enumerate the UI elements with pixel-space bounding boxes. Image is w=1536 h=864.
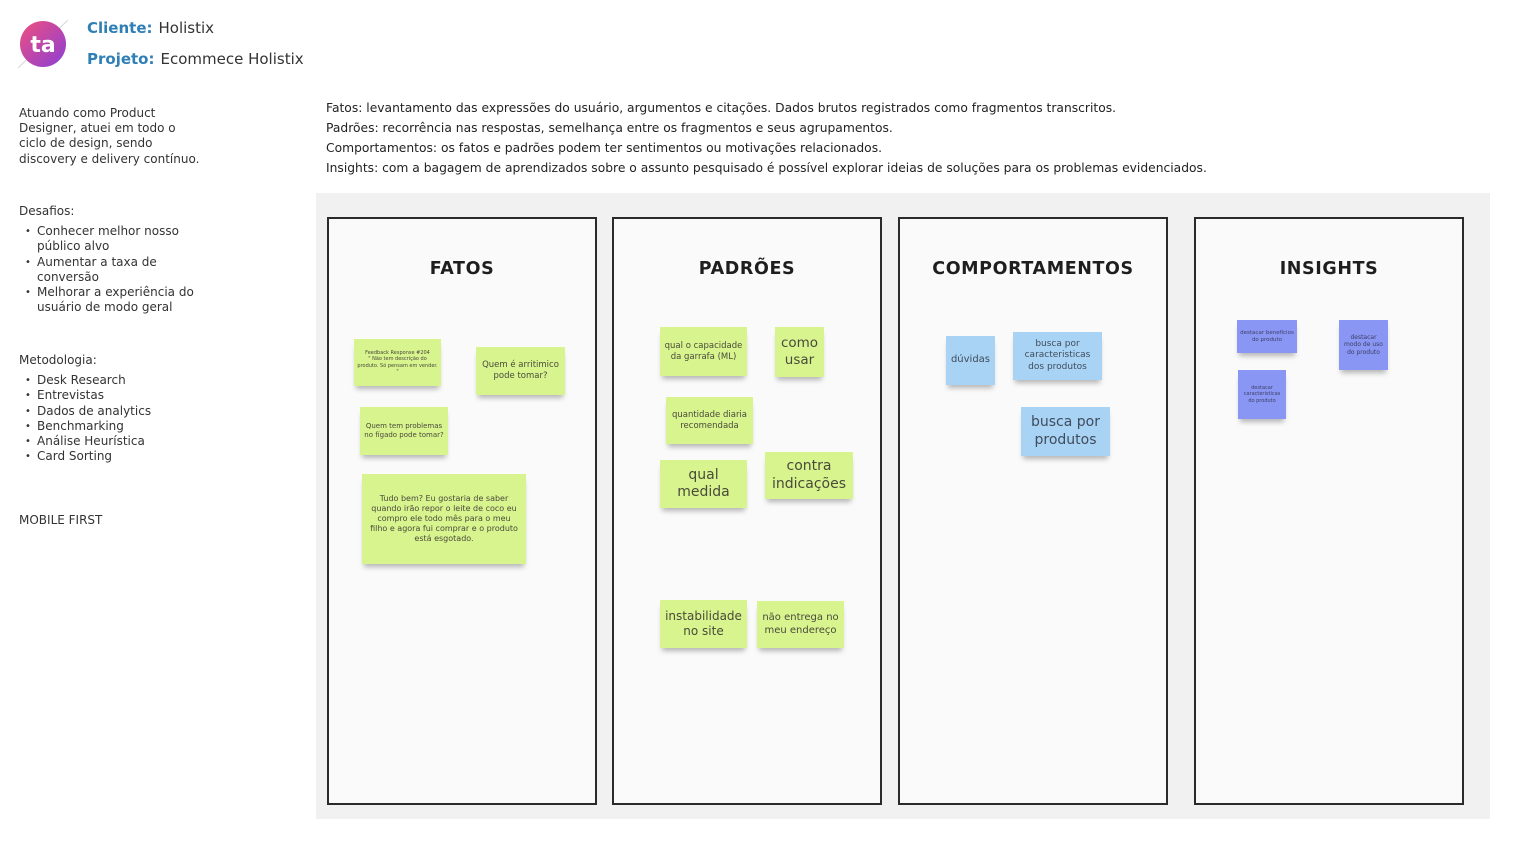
definition-padroes: Padrões: recorrência nas respostas, seme… [326, 121, 893, 135]
sticky-note[interactable]: qual o capacidade da garrafa (ML) [660, 327, 747, 376]
methodology-item: Dados de analytics [19, 404, 219, 419]
sticky-note[interactable]: não entrega no meu endereço [757, 601, 844, 648]
sticky-note[interactable]: Quem tem problemas no fígado pode tomar? [360, 407, 448, 455]
sticky-note[interactable]: instabilidade no site [660, 600, 747, 648]
definition-fatos: Fatos: levantamento das expressões do us… [326, 101, 1117, 115]
project-value: Ecommece Holistix [160, 50, 304, 68]
sticky-note[interactable]: destacar benefícios do produto [1237, 320, 1297, 353]
column-padroes: PADRÕES [612, 217, 882, 805]
sticky-note[interactable]: contra indicações [765, 452, 853, 499]
definition-insights: Insights: com a bagagem de aprendizados … [326, 161, 1207, 175]
mobile-first-label: MOBILE FIRST [19, 513, 103, 527]
sticky-note[interactable]: quantidade diaria recomendada [666, 397, 753, 444]
intro-line: Atuando como Product [19, 106, 156, 120]
intro-text: Atuando como Product Designer, atuei em … [19, 106, 219, 167]
intro-line: discovery e delivery contínuo. [19, 151, 200, 166]
methodology-item: Entrevistas [19, 388, 219, 403]
sticky-note[interactable]: busca por caracteristicas dos produtos [1013, 332, 1102, 380]
sticky-note[interactable]: qual medida [660, 460, 747, 508]
column-title: COMPORTAMENTOS [932, 259, 1134, 279]
sticky-note[interactable]: destacar caracteristicas do produto [1238, 370, 1286, 419]
intro-line: Designer, atuei em todo o [19, 121, 176, 136]
methodology-title: Metodologia: [19, 353, 97, 367]
column-title: INSIGHTS [1279, 259, 1379, 279]
methodology-item: Benchmarking [19, 419, 219, 434]
challenges-title: Desafios: [19, 204, 75, 218]
methodology-item: Análise Heurística [19, 434, 219, 449]
sticky-note[interactable]: como usar [775, 327, 824, 377]
holistix-logo: ta [17, 19, 69, 69]
methodology-section: Metodologia: Desk Research Entrevistas D… [19, 353, 219, 465]
column-comportamentos: COMPORTAMENTOS [898, 217, 1168, 805]
column-insights: INSIGHTS [1194, 217, 1464, 805]
sticky-note[interactable]: destacar modo de uso do produto [1339, 320, 1388, 370]
client-label: Cliente: [87, 19, 153, 37]
project-label: Projeto: [87, 50, 155, 68]
client-value: Holistix [158, 19, 215, 37]
logo-text: ta [30, 33, 55, 58]
methodology-item: Desk Research [19, 373, 219, 388]
definition-comportamentos: Comportamentos: os fatos e padrões podem… [326, 141, 883, 155]
client-line: Cliente: Holistix [87, 19, 214, 37]
column-title: FATOS [429, 259, 495, 279]
column-title: PADRÕES [698, 259, 796, 279]
sticky-note[interactable]: busca por produtos [1021, 407, 1110, 456]
intro-line: ciclo de design, sendo [19, 136, 153, 151]
sticky-note[interactable]: Tudo bem? Eu gostaria de saber quando ir… [362, 474, 526, 564]
sticky-note[interactable]: Quem é arritimico pode tomar? [476, 347, 565, 395]
methodology-item: Card Sorting [19, 449, 219, 464]
definitions: Fatos: levantamento das expressões do us… [326, 98, 1207, 178]
sticky-note[interactable]: Feedback Response #204 " Não tem descriç… [354, 339, 441, 386]
sticky-note[interactable]: dúvidas [946, 336, 995, 385]
project-line: Projeto: Ecommece Holistix [87, 50, 304, 68]
